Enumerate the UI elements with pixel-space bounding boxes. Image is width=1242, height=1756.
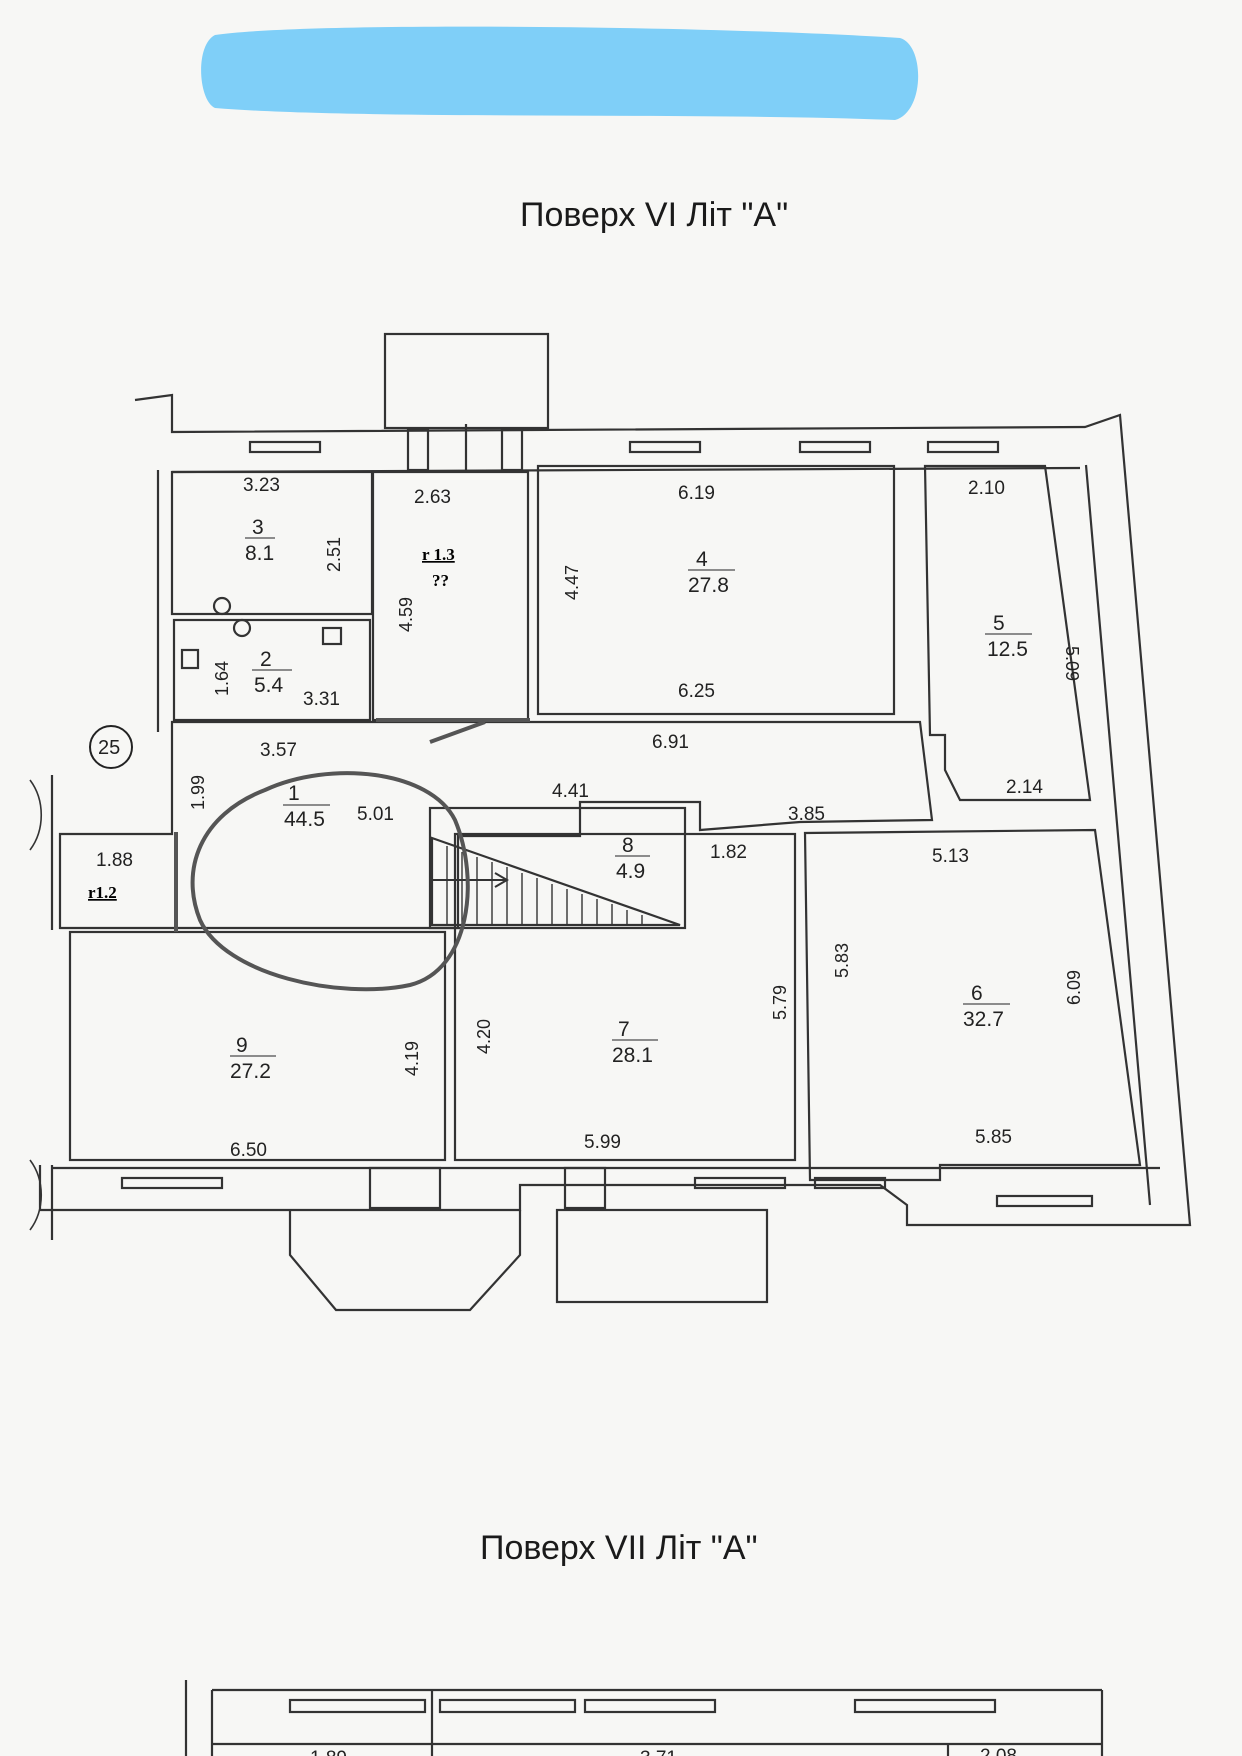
floor-7-plan	[184, 1680, 1104, 1756]
room-9-area: 27.2	[230, 1060, 271, 1083]
room-2-number: 2	[260, 648, 272, 671]
room-6-number: 6	[971, 982, 983, 1005]
room-9-outline	[68, 930, 447, 1162]
room-7-area: 28.1	[612, 1044, 653, 1067]
window	[628, 440, 702, 454]
fixture-icon	[212, 596, 232, 616]
room-8-outline	[428, 806, 687, 930]
dim-1.99: 1.99	[188, 775, 208, 810]
dim-3.57: 3.57	[260, 740, 297, 761]
dim-3.31: 3.31	[303, 689, 340, 710]
corridor-outline	[58, 720, 934, 930]
dim-2.10: 2.10	[968, 478, 1005, 499]
room-1-number: 1	[288, 782, 300, 805]
dim-1.88: 1.88	[96, 850, 133, 871]
dim-2.08: 2.08	[980, 1746, 1017, 1756]
room-8-number: 8	[622, 834, 634, 857]
dim-partial: 1.89	[310, 1748, 347, 1756]
window	[693, 1176, 787, 1190]
dim-3.85: 3.85	[788, 804, 825, 825]
dim-6.25: 6.25	[678, 681, 715, 702]
dim-5.09: 5.09	[1062, 646, 1082, 681]
dim-5.85: 5.85	[975, 1127, 1012, 1148]
annotation-r12: r1.2	[88, 883, 117, 902]
window	[995, 1194, 1094, 1208]
marker-label: 25	[98, 737, 120, 759]
room-7-number: 7	[618, 1018, 630, 1041]
dim-2.14: 2.14	[1006, 777, 1043, 798]
dim-6.09: 6.09	[1064, 970, 1084, 1005]
dim-6.91: 6.91	[652, 732, 689, 753]
stair-hatching	[446, 846, 643, 925]
annotation-r13-question: ??	[432, 571, 449, 590]
window	[248, 440, 322, 454]
room-8-area: 4.9	[616, 860, 645, 883]
dim-5.01: 5.01	[357, 804, 394, 825]
room-2-area: 5.4	[254, 674, 284, 697]
dim-1.64: 1.64	[212, 661, 232, 696]
dim-2.63: 2.63	[414, 487, 451, 508]
outer-wall	[38, 393, 1192, 1227]
dimension-labels: 3.23 2.63 6.19 2.10 3.31 6.25 3.57 6.91 …	[96, 475, 1043, 1161]
room-7-outline	[453, 832, 797, 1162]
dim-3.71: 3.71	[640, 1748, 677, 1756]
fixture-icon	[180, 648, 200, 670]
fixture-icon	[321, 626, 343, 646]
stair-triangle	[430, 836, 681, 927]
dim-5.83: 5.83	[832, 943, 852, 978]
dim-5.99: 5.99	[584, 1132, 621, 1153]
inner-outer-wall	[156, 464, 1152, 1206]
fixture-icon	[232, 618, 252, 638]
dim-4.19: 4.19	[402, 1041, 422, 1076]
floor-6-title: Поверх VI Літ "А"	[520, 196, 788, 234]
annotation-marks	[174, 718, 530, 932]
room-1-area: 44.5	[284, 808, 325, 831]
room-6-outline	[803, 828, 1142, 1182]
room-r13-outline	[371, 470, 530, 722]
window	[798, 440, 872, 454]
dim-4.20: 4.20	[474, 1019, 494, 1054]
marker-circle	[89, 725, 133, 769]
room-5-number: 5	[993, 612, 1005, 635]
room-3-number: 3	[252, 516, 264, 539]
room-2-outline	[172, 618, 372, 722]
floor-6-plan	[29, 332, 1192, 1312]
bay-window	[288, 1210, 522, 1312]
dim-1.82: 1.82	[710, 842, 747, 863]
room-6-area: 32.7	[963, 1008, 1004, 1031]
dim-6.50: 6.50	[230, 1140, 267, 1161]
room-4-number: 4	[696, 548, 708, 571]
vertical-dimension-labels: 2.51 4.59 4.47 5.09 1.64 1.99 5.83 5.79 …	[188, 537, 1084, 1076]
room-4-outline	[536, 464, 896, 716]
dim-4.47: 4.47	[562, 565, 582, 600]
dim-6.19: 6.19	[678, 483, 715, 504]
highlight-circle	[190, 771, 470, 992]
dim-4.59: 4.59	[396, 597, 416, 632]
room-3-area: 8.1	[245, 542, 274, 565]
room-9-number: 9	[236, 1034, 248, 1057]
room-labels: 3 8.1 2 5.4 4 27.8 5 12.5 1 44.5 8 4.9 6…	[230, 516, 1032, 1083]
window	[120, 1176, 224, 1190]
annotation-r13: r 1.3	[422, 545, 455, 564]
dim-5.79: 5.79	[770, 985, 790, 1020]
floor-7-title: Поверх VII Літ "А"	[480, 1529, 758, 1567]
window	[926, 440, 1000, 454]
room-5-outline	[923, 464, 1092, 802]
dim-2.51: 2.51	[324, 537, 344, 572]
dim-3.23: 3.23	[243, 475, 280, 496]
top-projection	[383, 332, 550, 430]
dim-4.41: 4.41	[552, 781, 589, 802]
room-5-area: 12.5	[987, 638, 1028, 661]
dim-5.13: 5.13	[932, 846, 969, 867]
bottom-projection	[555, 1208, 769, 1304]
window	[813, 1176, 887, 1190]
room-4-area: 27.8	[688, 574, 729, 597]
redaction-mark	[201, 26, 919, 120]
